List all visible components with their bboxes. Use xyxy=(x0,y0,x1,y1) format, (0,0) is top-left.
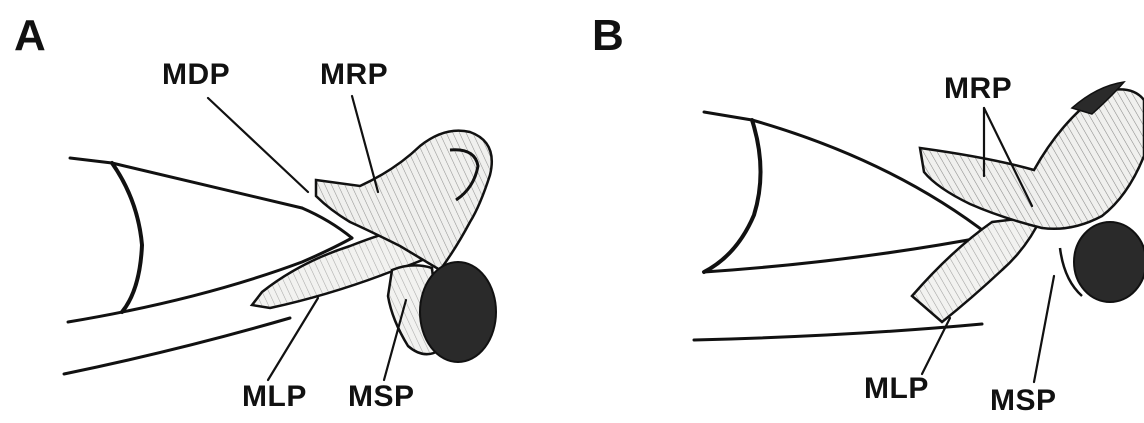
label-mdp-a: MDP xyxy=(162,60,230,90)
diagram-b xyxy=(572,0,1144,423)
label-mlp-b: MLP xyxy=(864,374,929,404)
label-mrp-a: MRP xyxy=(320,60,388,90)
panel-b: B MRP xyxy=(572,0,1144,423)
diagram-a xyxy=(0,0,572,423)
lower-edge-line-a xyxy=(64,318,290,374)
label-mrp-b: MRP xyxy=(944,74,1012,104)
dark-oval-a xyxy=(420,262,496,362)
label-msp-b: MSP xyxy=(990,386,1057,416)
label-mlp-a: MLP xyxy=(242,382,307,412)
panel-a: A xyxy=(0,0,572,423)
label-msp-a: MSP xyxy=(348,382,415,412)
dark-oval-b xyxy=(1074,222,1144,302)
lower-edge-line-b xyxy=(694,324,982,340)
